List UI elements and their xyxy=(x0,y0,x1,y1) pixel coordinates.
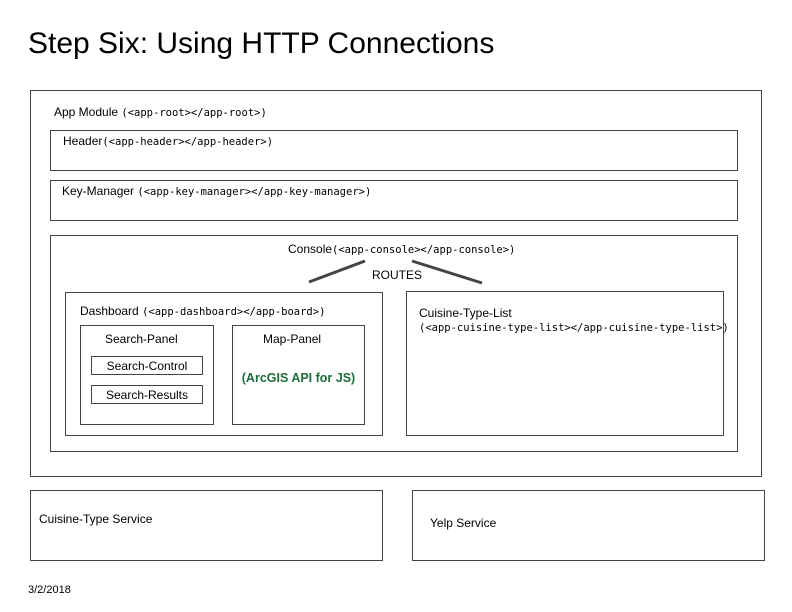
header-tag: (<app-header></app-header>) xyxy=(102,136,274,148)
key-manager-name: Key-Manager xyxy=(62,184,135,198)
map-panel-label: Map-Panel xyxy=(263,332,322,346)
header-label: Header(<app-header></app-header>) xyxy=(63,134,273,149)
key-manager-box xyxy=(50,180,738,221)
search-panel-label: Search-Panel xyxy=(105,332,178,346)
app-module-tag: (<app-root></app-root>) xyxy=(121,107,267,119)
search-control-label: Search-Control xyxy=(106,359,188,373)
date-footer: 3/2/2018 xyxy=(28,584,71,596)
route-line-left xyxy=(308,259,366,284)
search-results-box xyxy=(91,385,203,404)
console-label: Console(<app-console></app-console>) xyxy=(288,242,515,257)
header-name: Header xyxy=(63,134,103,148)
map-panel-box xyxy=(232,325,365,425)
search-panel-box xyxy=(80,325,214,425)
header-box xyxy=(50,130,738,171)
key-manager-tag: (<app-key-manager></app-key-manager>) xyxy=(137,186,372,198)
yelp-service-label: Yelp Service xyxy=(430,516,497,530)
dashboard-tag: (<app-dashboard></app-board>) xyxy=(142,306,326,318)
route-line-right xyxy=(411,259,483,285)
page-title: Step Six: Using HTTP Connections xyxy=(28,27,495,60)
dashboard-name: Dashboard xyxy=(80,304,139,318)
dashboard-label: Dashboard (<app-dashboard></app-board>) xyxy=(80,304,325,319)
cuisine-type-list-box xyxy=(406,291,724,436)
arcgis-note: (ArcGIS API for JS) xyxy=(241,371,356,385)
console-tag: (<app-console></app-console>) xyxy=(332,244,516,256)
console-name: Console xyxy=(288,242,333,256)
routes-label: ROUTES xyxy=(372,268,423,282)
app-module-label: App Module (<app-root></app-root>) xyxy=(54,105,267,120)
app-module-name: App Module xyxy=(54,105,119,119)
cuisine-type-list-tag: (<app-cuisine-type-list></app-cuisine-ty… xyxy=(419,322,729,334)
search-results-label: Search-Results xyxy=(105,388,189,402)
key-manager-label: Key-Manager (<app-key-manager></app-key-… xyxy=(62,184,371,199)
search-control-box xyxy=(91,356,203,375)
cuisine-type-list-label: Cuisine-Type-List xyxy=(419,306,512,320)
cuisine-type-service-label: Cuisine-Type Service xyxy=(39,512,153,526)
yelp-service-box xyxy=(412,490,765,561)
cuisine-type-service-box xyxy=(30,490,383,561)
